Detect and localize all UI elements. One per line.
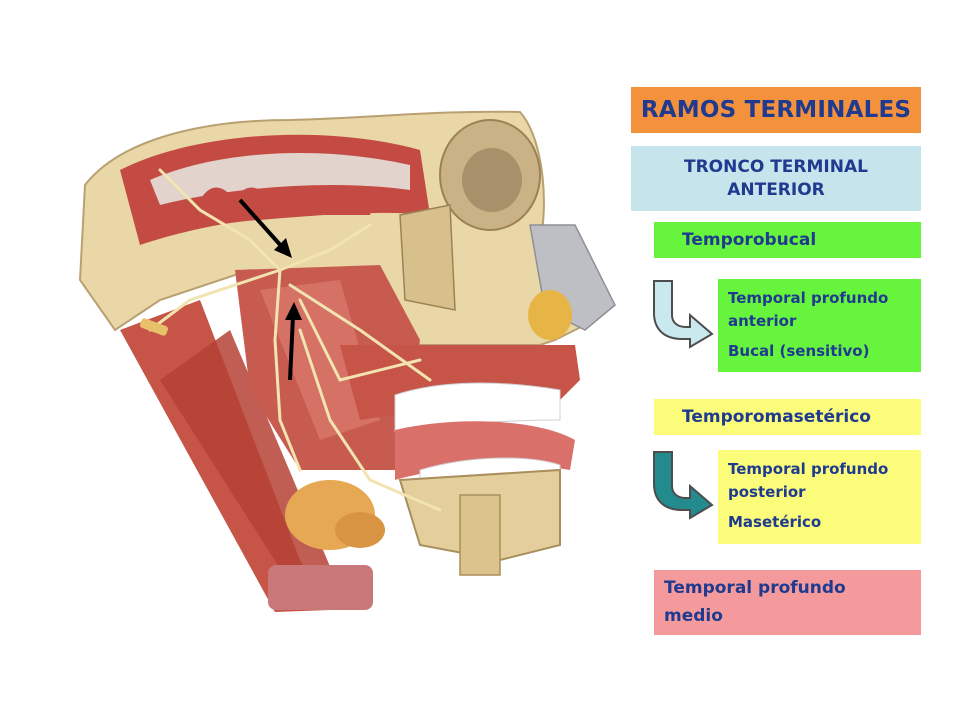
diagram-title: RAMOS TERMINALES <box>631 87 921 133</box>
subbranch-line: posterior <box>728 483 806 502</box>
subbranch-line: Temporal profundo <box>728 289 889 307</box>
trachea <box>268 565 373 610</box>
subbranch-line: anterior <box>728 312 797 331</box>
curved-arrow-right-icon <box>653 451 714 520</box>
trunk-label-line1: TRONCO TERMINAL <box>684 156 868 177</box>
branch3-line2: medio <box>664 605 723 626</box>
subbranch-box-2: Temporal profundo posterior Masetérico <box>718 450 921 544</box>
subbranch-temporal-profundo-anterior: Temporal profundo anterior <box>728 287 921 334</box>
curved-arrow-right-icon <box>653 280 714 349</box>
branch-temporomaseterico: Temporomasetérico <box>654 399 921 435</box>
subbranch-bucal: Bucal (sensitivo) <box>728 341 870 360</box>
branch3-line1: Temporal profundo <box>664 578 846 599</box>
head-anatomy-illustration <box>78 110 616 612</box>
trunk-box: TRONCO TERMINAL ANTERIOR <box>631 146 921 211</box>
pointer-arrows <box>238 198 302 381</box>
subbranch-box-1: Temporal profundo anterior Bucal (sensit… <box>718 279 921 372</box>
branch-temporal-profundo-medio: Temporal profundo medio <box>654 570 921 635</box>
trunk-label-line2: ANTERIOR <box>727 179 825 200</box>
nerve-branches <box>148 168 442 512</box>
branch-temporobucal: Temporobucal <box>654 222 921 258</box>
subbranch-temporal-profundo-posterior: Temporal profundo posterior <box>728 458 921 505</box>
branch-temporobucal-label: Temporobucal <box>682 230 817 250</box>
subbranch-line: Temporal profundo <box>728 460 889 478</box>
branch-temporomaseterico-label: Temporomasetérico <box>682 407 871 427</box>
subbranch-maseterico: Masetérico <box>728 512 822 531</box>
